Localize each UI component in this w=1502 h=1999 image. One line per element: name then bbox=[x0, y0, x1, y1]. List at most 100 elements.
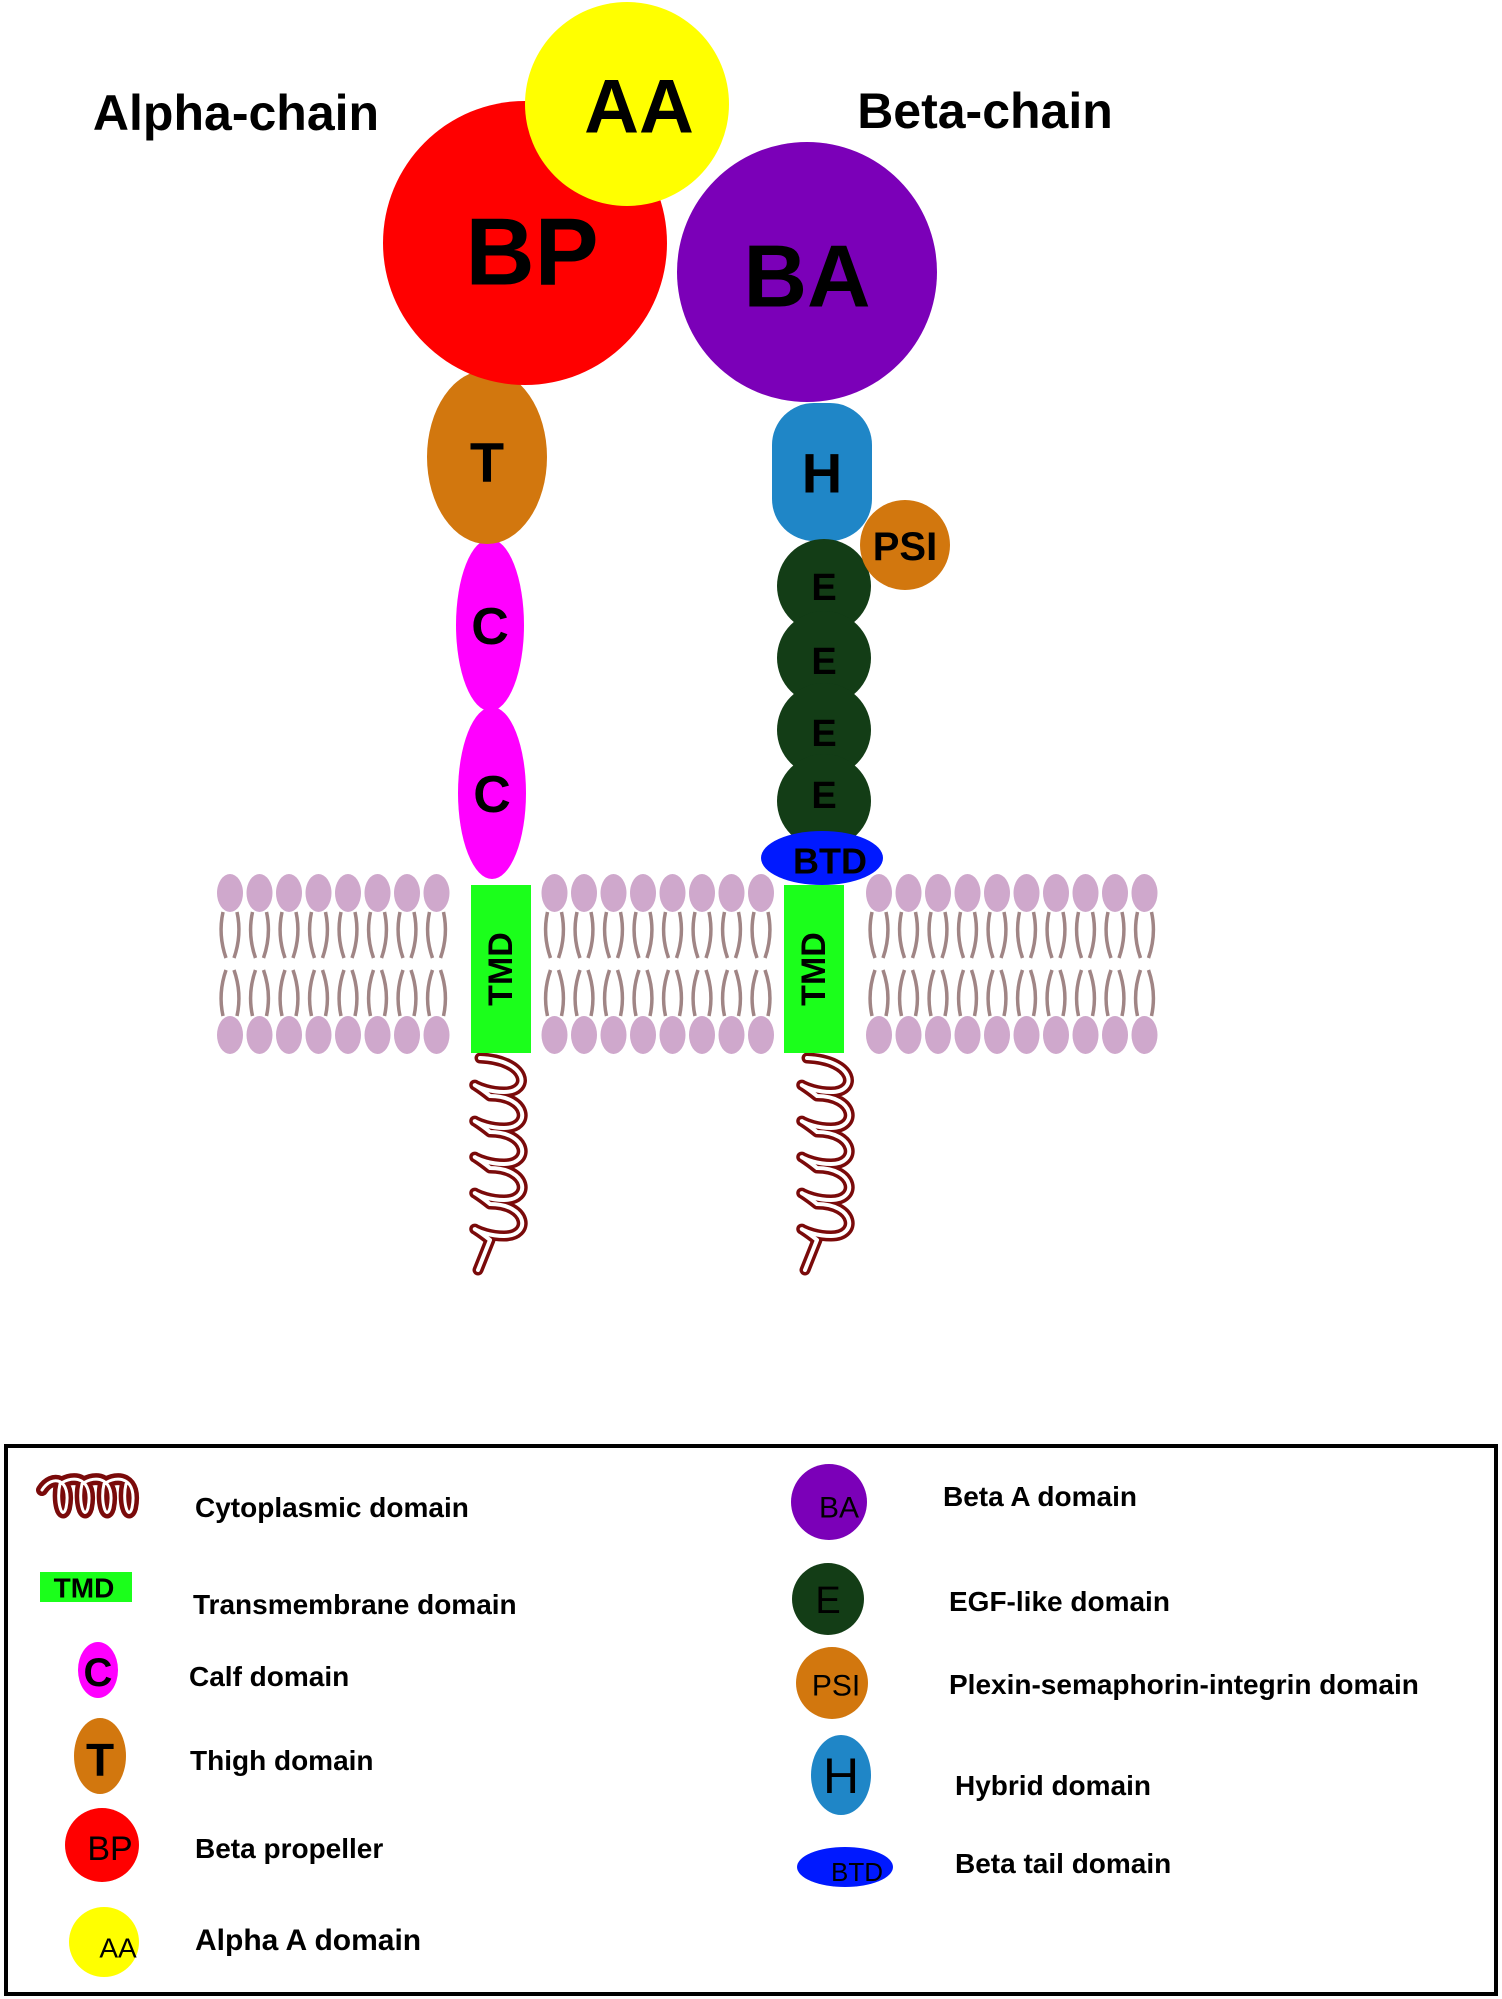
lipid-tail-lower bbox=[543, 969, 566, 1017]
legend-bp-name: Beta propeller bbox=[195, 1833, 383, 1864]
thigh-label: T bbox=[470, 431, 504, 494]
lipid-tail-upper bbox=[337, 911, 359, 959]
legend-thigh-shape bbox=[74, 1718, 126, 1794]
lipid-bilayer bbox=[217, 874, 1158, 1054]
lipid-tail-upper bbox=[897, 911, 920, 959]
lipid-tail-lower bbox=[366, 969, 389, 1017]
lipid-head-bottom bbox=[364, 1016, 391, 1054]
lipid-head-top bbox=[335, 874, 361, 912]
beta-propeller-label: BP bbox=[465, 199, 598, 306]
lipid-head-top bbox=[659, 874, 686, 912]
lipid-head-bottom bbox=[1043, 1016, 1069, 1054]
alpha-cytoplasmic-domain bbox=[469, 1052, 528, 1276]
lipid-tail-lower bbox=[897, 969, 920, 1017]
lipid-tail-upper bbox=[396, 911, 418, 959]
beta-a-label: BA bbox=[743, 227, 870, 326]
lipid-tail-lower bbox=[1045, 969, 1067, 1017]
legend-aa-shape bbox=[69, 1907, 139, 1977]
lipid-tail-upper bbox=[573, 911, 595, 959]
egf-domain-4 bbox=[777, 754, 871, 848]
alpha-a-label: AA bbox=[584, 65, 694, 150]
legend-thigh-symbol: T bbox=[74, 1718, 126, 1794]
lipid-head-bottom bbox=[571, 1016, 597, 1054]
lipid-head-top bbox=[689, 874, 715, 912]
legend-aa-name: Alpha A domain bbox=[195, 1924, 421, 1957]
lipid-head-bottom bbox=[689, 1016, 715, 1054]
lipid-tail-upper bbox=[691, 911, 713, 959]
psi-domain: PSI bbox=[860, 500, 950, 590]
lipid-head-bottom bbox=[394, 1016, 420, 1054]
lipid-head-bottom bbox=[954, 1016, 981, 1054]
legend-cytoplasmic-icon bbox=[36, 1473, 140, 1519]
legend-psi-symbol-text: PSI bbox=[812, 1670, 860, 1703]
egf-domain-2 bbox=[777, 611, 871, 705]
lipid-head-top bbox=[246, 874, 273, 912]
lipid-head-top bbox=[394, 874, 420, 912]
legend-hybrid-symbol-text: H bbox=[823, 1748, 859, 1804]
lipid-head-top bbox=[1043, 874, 1069, 912]
lipid-head-bottom bbox=[748, 1016, 774, 1054]
lipid-tail-lower bbox=[425, 969, 448, 1017]
beta-tmd-rect bbox=[784, 885, 844, 1053]
lipid-head-bottom bbox=[895, 1016, 922, 1054]
beta-tail-domain: BTD bbox=[761, 831, 883, 885]
lipid-tail-upper bbox=[956, 911, 979, 959]
lipid-head-top bbox=[305, 874, 332, 912]
lipid-head-bottom bbox=[276, 1016, 302, 1054]
legend-ba-name: Beta A domain bbox=[943, 1481, 1137, 1512]
lipid-head-bottom bbox=[630, 1016, 656, 1054]
lipid-tail-lower bbox=[278, 969, 300, 1017]
legend-egf-symbol-text: E bbox=[815, 1580, 840, 1622]
lipid-tail-lower bbox=[632, 969, 654, 1017]
lipid-head-top bbox=[748, 874, 774, 912]
lipid-tail-upper bbox=[632, 911, 654, 959]
legend-hybrid-symbol: H bbox=[811, 1735, 871, 1815]
lipid-head-top bbox=[954, 874, 981, 912]
lipid-head-top bbox=[364, 874, 391, 912]
legend-btd-symbol: BTD bbox=[797, 1847, 893, 1887]
lipid-tail-lower bbox=[307, 969, 330, 1017]
lipid-tail-lower bbox=[1104, 969, 1126, 1017]
lipid-tail-lower bbox=[1133, 969, 1156, 1017]
lipid-tail-upper bbox=[1045, 911, 1067, 959]
hybrid-domain: H bbox=[772, 403, 872, 541]
thigh-shape bbox=[427, 370, 547, 544]
lipid-head-top bbox=[1013, 874, 1040, 912]
beta-chain-label: Beta-chain bbox=[857, 83, 1113, 139]
beta-transmembrane-domain: TMD bbox=[784, 885, 844, 1053]
lipid-tail-upper bbox=[1133, 911, 1156, 959]
legend-aa-symbol: AA bbox=[69, 1907, 139, 1977]
lipid-head-bottom bbox=[984, 1016, 1010, 1054]
btd-shape bbox=[761, 831, 883, 885]
legend-btd-name: Beta tail domain bbox=[955, 1848, 1171, 1879]
beta-tmd-label: TMD bbox=[795, 932, 833, 1006]
legend-egf-name: EGF-like domain bbox=[949, 1586, 1170, 1617]
lipid-head-top bbox=[984, 874, 1010, 912]
lipid-tail-upper bbox=[602, 911, 625, 959]
legend-thigh-symbol-text: T bbox=[86, 1734, 114, 1786]
lipid-tail-lower bbox=[573, 969, 595, 1017]
lipid-head-bottom bbox=[335, 1016, 361, 1054]
lipid-head-bottom bbox=[1072, 1016, 1099, 1054]
psi-label: PSI bbox=[873, 525, 937, 569]
legend-tmd-rect bbox=[40, 1572, 132, 1602]
calf-2-shape bbox=[458, 707, 526, 879]
legend-btd-symbol-text: BTD bbox=[831, 1857, 883, 1887]
legend-tmd-symbol-text: TMD bbox=[54, 1573, 115, 1604]
lipid-head-bottom bbox=[541, 1016, 568, 1054]
alpha-tmd-rect bbox=[471, 885, 531, 1053]
lipid-head-bottom bbox=[217, 1016, 243, 1054]
legend-cyto-coil-core bbox=[40, 1477, 135, 1514]
legend-tmd-symbol: TMD bbox=[40, 1572, 132, 1604]
lipid-tail-upper bbox=[219, 911, 241, 959]
lipid-tail-upper bbox=[986, 911, 1008, 959]
lipid-tail-upper bbox=[750, 911, 772, 959]
lipid-head-bottom bbox=[423, 1016, 450, 1054]
hybrid-shape bbox=[772, 403, 872, 541]
lipid-head-top bbox=[866, 874, 892, 912]
lipid-heads bbox=[217, 874, 1158, 1054]
lipid-head-bottom bbox=[1102, 1016, 1128, 1054]
lipid-head-bottom bbox=[1131, 1016, 1158, 1054]
lipid-tail-upper bbox=[661, 911, 684, 959]
lipid-tail-lower bbox=[1074, 969, 1097, 1017]
